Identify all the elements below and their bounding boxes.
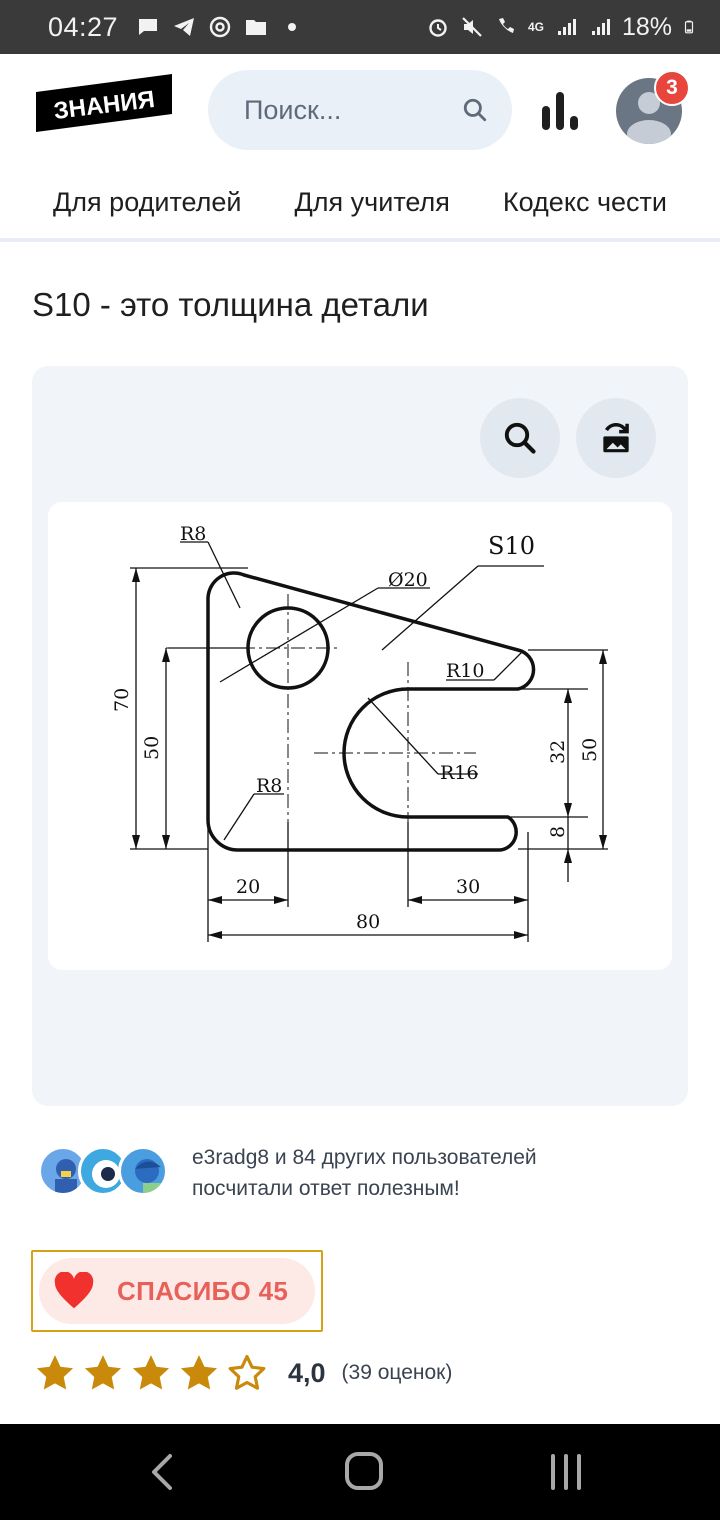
heart-icon [54,1272,94,1309]
system-navigation-bar [0,1424,720,1520]
header: ЗНАНИЯ Поиск... 3 [0,54,720,166]
attachment-panel: R8 S10 Ø20 R10 70 50 R16 32 50 R8 8 20 3… [32,366,688,1106]
search-icon[interactable] [462,97,488,123]
star-icon-4[interactable] [178,1352,220,1394]
thanks-frame: СПАСИБО 45 [31,1250,323,1332]
user-icon [627,92,671,144]
helpful-text: e3radg8 и 84 других пользователей посчит… [192,1142,537,1204]
nav-item-parents[interactable]: Для родителей [53,186,242,217]
helpful-users[interactable]: e3radg8 и 84 других пользователей посчит… [38,1142,688,1202]
signal-icon-2 [591,19,610,35]
star-icon-2[interactable] [82,1352,124,1394]
dot-icon [288,23,297,31]
wifi-calling-icon [498,18,514,33]
nav-item-honor-code[interactable]: Кодекс чести [502,186,667,217]
telegram-icon [174,18,195,36]
rotate-image-button[interactable] [576,398,656,478]
label-80: 80 [356,911,380,933]
label-8: 8 [547,826,569,838]
label-32: 32 [547,740,569,764]
label-50-right: 50 [579,738,601,762]
label-r8-bottom: R8 [256,775,282,797]
thanks-button[interactable]: СПАСИБО 45 [39,1258,315,1324]
notification-icons [136,15,304,39]
label-r8-top: R8 [180,523,206,545]
alarm-icon [429,19,447,37]
drawing-svg: R8 S10 Ø20 R10 70 50 R16 32 50 R8 8 20 3… [111,523,608,942]
user-avatar-1[interactable] [38,1146,88,1196]
helpful-line-1: e3radg8 и 84 других пользователей [192,1146,537,1169]
top-nav: Для родителей Для учителя Кодекс чести [0,166,720,242]
folder-icon [246,20,267,35]
signal-icon [557,19,576,35]
label-s10: S10 [488,532,535,560]
label-70: 70 [111,688,133,712]
rating: 4,0 (39 оценок) [34,1348,452,1398]
home-icon[interactable] [339,1450,389,1494]
rating-value: 4,0 [288,1357,326,1388]
battery-percent: 18% [621,12,672,41]
status-time: 04:27 [48,11,119,42]
thanks-label: СПАСИБО 45 [117,1275,289,1306]
label-r16: R16 [440,762,478,784]
rating-count: (39 оценок) [341,1361,453,1384]
notification-badge: 3 [654,70,690,106]
label-r10: R10 [446,660,484,682]
search-input[interactable]: Поиск... [244,94,342,125]
znaniya-logo[interactable]: ЗНАНИЯ [34,70,174,132]
at-sign-icon [209,16,231,38]
star-icon-3[interactable] [130,1352,172,1394]
label-d20: Ø20 [388,569,428,591]
label-20: 20 [236,876,260,898]
user-avatar[interactable] [616,78,682,144]
magnifier-icon [504,422,536,454]
label-50-left: 50 [141,736,163,760]
status-bar: 04:27 4G 18% [0,0,720,54]
nav-item-teachers[interactable]: Для учителя [294,186,450,217]
battery-icon [684,20,694,34]
mute-icon [462,17,482,37]
star-icon-1[interactable] [34,1352,76,1394]
technical-drawing[interactable]: R8 S10 Ø20 R10 70 50 R16 32 50 R8 8 20 3… [48,502,672,970]
helpful-line-2: посчитали ответ полезным! [192,1177,460,1200]
label-30: 30 [456,876,480,898]
rotate-image-icon [603,423,629,453]
zoom-button[interactable] [480,398,560,478]
status-right: 4G 18% [426,13,696,42]
search-bar[interactable]: Поиск... [208,70,512,150]
star-outline-icon-5[interactable] [226,1352,268,1394]
message-icon [139,19,158,35]
back-icon[interactable] [138,1450,188,1494]
stats-icon[interactable] [540,92,580,130]
recent-apps-icon[interactable] [541,1450,591,1494]
user-avatar-3[interactable] [118,1146,168,1196]
network-type: 4G [527,20,544,34]
answer-text: S10 - это толщина детали [32,286,429,323]
